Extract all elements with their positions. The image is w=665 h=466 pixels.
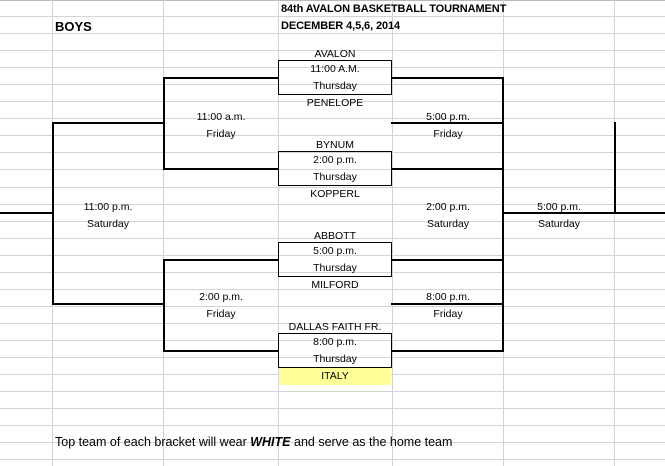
grid-column-line [614, 0, 615, 466]
bracket-line-horizontal [163, 350, 279, 352]
r2-left-game2-time: 2:00 p.m. [199, 291, 243, 303]
grid-row-line [0, 169, 665, 170]
grid-row-line [0, 152, 665, 153]
r3-right-day: Saturday [426, 218, 470, 230]
grid-row-line [0, 238, 665, 239]
grid-row-line [0, 357, 665, 358]
final-right-day: Saturday [537, 218, 581, 230]
r2-right-game1-time: 5:00 p.m. [426, 111, 470, 123]
r2-left-game2-day: Friday [206, 308, 236, 320]
grid-row-line [0, 459, 665, 460]
r1-game3-top-team: ABBOTT [313, 230, 356, 242]
footer-note: Top team of each bracket will wear WHITE… [55, 432, 555, 449]
bracket-line-vertical [502, 122, 504, 304]
r1-game3-time: 5:00 p.m. [313, 245, 357, 257]
sheet-top-edge [0, 0, 665, 1]
r2-right-game1-day: Friday [433, 128, 463, 140]
r1-game1-time: 11:00 A.M. [310, 63, 360, 75]
grid-row-line [0, 272, 665, 273]
bracket-line-horizontal [503, 212, 615, 214]
bracket-line-horizontal [614, 212, 665, 214]
footer-emphasis: WHITE [250, 435, 291, 449]
bracket-line-horizontal [391, 77, 504, 79]
r1-game2-day: Thursday [313, 171, 357, 183]
r1-game4-top-team: DALLAS FAITH FR. [288, 321, 382, 333]
footer-suffix: and serve as the home team [290, 435, 453, 449]
r3-left-day: Saturday [86, 218, 130, 230]
grid-row-line [0, 33, 665, 34]
bracket-line-horizontal [52, 122, 164, 124]
bracket-line-vertical [163, 259, 165, 351]
tournament-title-line2: DECEMBER 4,5,6, 2014 [281, 20, 401, 32]
r1-game2-bottom-team: KOPPERL [310, 188, 360, 200]
grid-row-line [0, 221, 665, 222]
grid-column-line [163, 0, 164, 466]
r2-right-game2-time: 8:00 p.m. [426, 291, 470, 303]
grid-row-line [0, 340, 665, 341]
grid-row-line [0, 289, 665, 290]
bracket-line-horizontal [0, 212, 53, 214]
r1-game2-time: 2:00 p.m. [313, 154, 357, 166]
grid-row-line [0, 408, 665, 409]
grid-row-line [0, 425, 665, 426]
r3-left-time: 11:00 p.m. [83, 201, 133, 213]
r1-game3-day: Thursday [313, 262, 357, 274]
r2-right-game2-day: Friday [433, 308, 463, 320]
grid-row-line [0, 84, 665, 85]
bracket-line-horizontal [391, 303, 504, 305]
r1-game1-bottom-team: PENELOPE [306, 97, 364, 109]
r1-game1-day: Thursday [313, 80, 357, 92]
division-label: BOYS [55, 19, 92, 34]
r1-game3-bottom-team: MILFORD [311, 279, 359, 291]
grid-row-line [0, 67, 665, 68]
grid-row-line [0, 101, 665, 102]
grid-row-line [0, 187, 665, 188]
r1-game4-bottom-team: ITALY [279, 368, 391, 385]
r1-game4-day: Thursday [313, 353, 357, 365]
final-right-time: 5:00 p.m. [537, 201, 581, 213]
bracket-line-horizontal [391, 122, 504, 124]
grid-row-line [0, 135, 665, 136]
bracket-line-horizontal [163, 168, 279, 170]
grid-row-line [0, 118, 665, 119]
bracket-line-horizontal [391, 259, 504, 261]
grid-row-line [0, 16, 665, 17]
r2-left-game1-day: Friday [206, 128, 236, 140]
bracket-line-vertical [502, 259, 504, 351]
bracket-line-horizontal [163, 77, 279, 79]
r2-left-game1-time: 11:00 a.m. [196, 111, 246, 123]
footer-prefix: Top team of each bracket will wear [55, 435, 251, 449]
bracket-line-horizontal [163, 259, 279, 261]
r1-game4-time: 8:00 p.m. [313, 336, 357, 348]
bracket-line-horizontal [391, 350, 504, 352]
r3-right-time: 2:00 p.m. [426, 201, 470, 213]
r1-game2-top-team: BYNUM [316, 139, 354, 151]
grid-row-line [0, 323, 665, 324]
grid-row-line [0, 442, 665, 443]
grid-row-line [0, 391, 665, 392]
grid-column-line [278, 0, 279, 466]
grid-row-line [0, 204, 665, 205]
grid-row-line [0, 255, 665, 256]
bracket-line-horizontal [52, 303, 164, 305]
bracket-line-horizontal [391, 168, 504, 170]
grid-column-line [392, 0, 393, 466]
bracket-line-vertical [614, 122, 616, 213]
r1-game1-top-team: AVALON [314, 48, 356, 60]
grid-row-line [0, 50, 665, 51]
grid-row-line [0, 306, 665, 307]
tournament-title-line1: 84th AVALON BASKETBALL TOURNAMENT [281, 3, 507, 15]
